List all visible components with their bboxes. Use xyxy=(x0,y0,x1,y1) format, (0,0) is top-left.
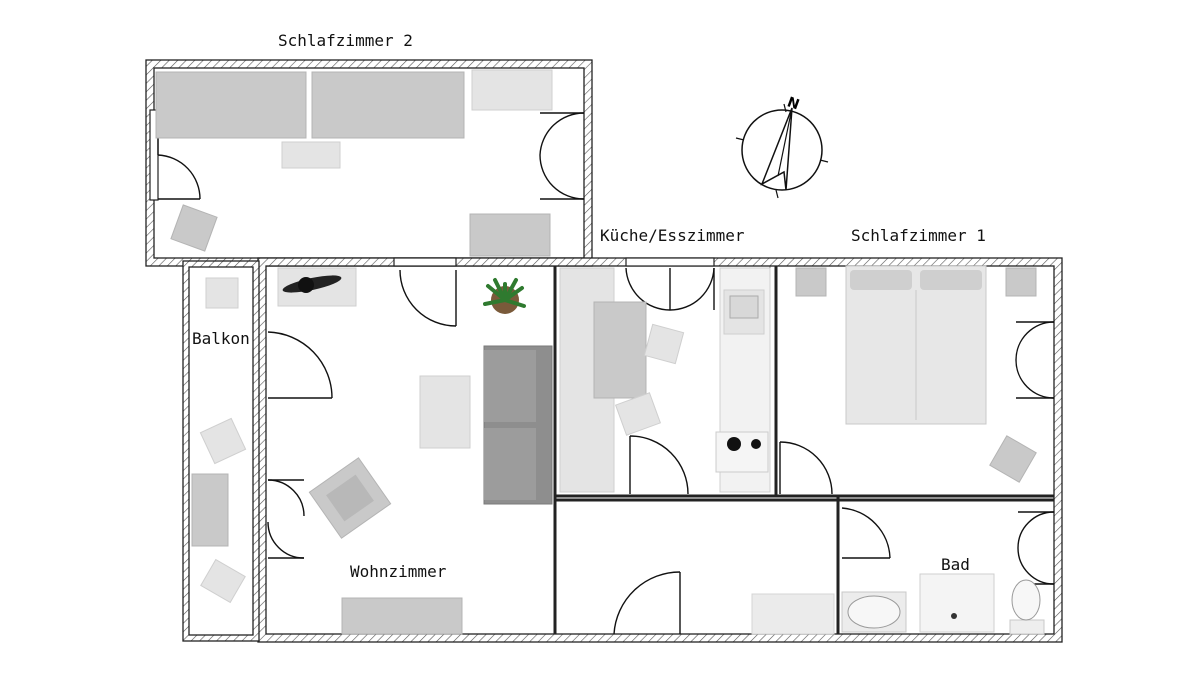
nightstand-left xyxy=(795,267,827,297)
chair-sz1 xyxy=(989,435,1037,483)
tv-cabinet xyxy=(341,597,463,635)
sofa-cushion-1 xyxy=(484,350,536,422)
kitchen-chair-2 xyxy=(614,392,662,436)
room-labels: Schlafzimmer 2 Küche/Esszimmer Schlafzim… xyxy=(192,31,986,581)
label-bad: Bad xyxy=(941,555,970,574)
nightstand-right xyxy=(1005,267,1037,297)
pillow-right xyxy=(920,270,982,290)
dining-table xyxy=(593,301,647,399)
sideboard xyxy=(471,69,553,111)
stove xyxy=(715,431,769,473)
label-balkon: Balkon xyxy=(192,329,250,348)
label-wohnzimmer: Wohnzimmer xyxy=(350,562,447,581)
shower-tray xyxy=(919,573,995,633)
desk xyxy=(469,213,551,257)
coffee-table xyxy=(419,375,471,449)
sofa-bed-left xyxy=(155,71,307,139)
balcony-chair-top xyxy=(205,277,239,309)
armchair-seat xyxy=(326,474,374,522)
label-schlafzimmer-2: Schlafzimmer 2 xyxy=(278,31,413,50)
kitchen-chair-1 xyxy=(643,323,685,365)
rug xyxy=(281,141,341,169)
furniture xyxy=(155,69,1045,635)
balcony-table xyxy=(191,473,229,547)
balcony-chair-low xyxy=(200,558,246,604)
compass-north-label: N xyxy=(785,94,801,113)
pillow-left xyxy=(850,270,912,290)
interior-walls xyxy=(553,266,1054,634)
label-kueche: Küche/Esszimmer xyxy=(600,226,745,245)
toilet xyxy=(1009,619,1045,635)
sofa-cushion-2 xyxy=(484,428,536,500)
compass: N xyxy=(735,94,829,199)
stove-burner-icon xyxy=(727,437,741,451)
outer-walls xyxy=(145,59,1063,643)
north-arrow-icon xyxy=(760,107,793,191)
balcony-chair-mid xyxy=(199,417,247,465)
label-schlafzimmer-1: Schlafzimmer 1 xyxy=(851,226,986,245)
hall-cabinet xyxy=(751,593,835,635)
sofa-bed-right xyxy=(311,71,465,139)
chair-sz2 xyxy=(170,204,218,252)
plant-icon xyxy=(483,278,526,314)
compass-ring xyxy=(741,109,823,191)
